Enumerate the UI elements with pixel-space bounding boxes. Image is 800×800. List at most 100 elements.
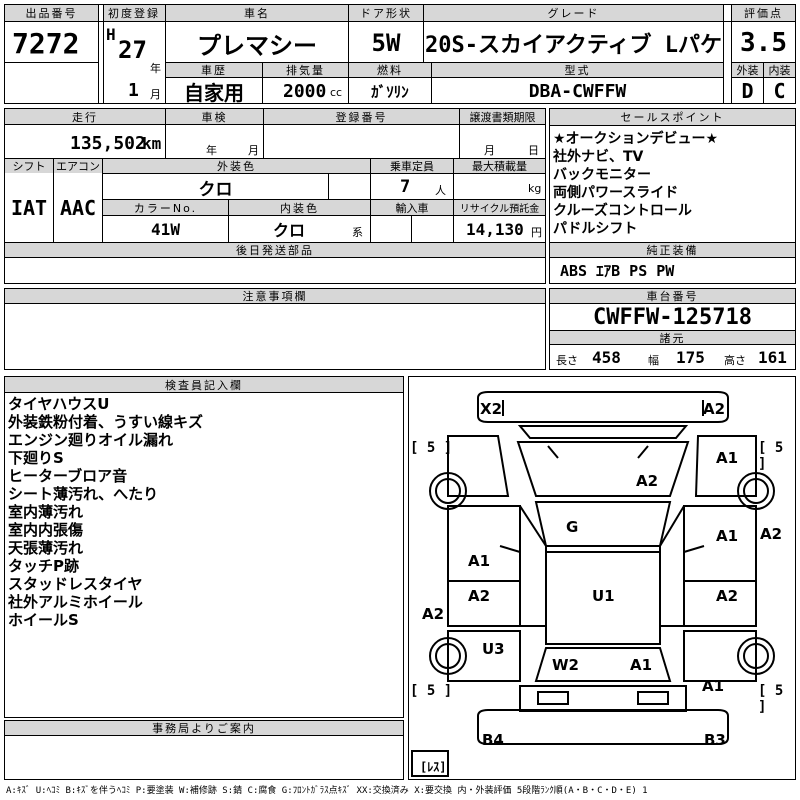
shift-label: シフト bbox=[5, 159, 53, 173]
transfer-day-unit: 日 bbox=[528, 144, 539, 157]
damage-mark: A2 bbox=[760, 525, 783, 543]
inspector-note: タイヤハウスU bbox=[8, 395, 110, 413]
tire-depth: [ 5 ] bbox=[758, 440, 784, 472]
score-label: 評価点 bbox=[732, 5, 795, 21]
mileage: 135,502 bbox=[70, 132, 146, 154]
interior-grade: C bbox=[773, 79, 786, 103]
capacity: 7 bbox=[400, 177, 411, 197]
exterior-grade: D bbox=[741, 79, 754, 103]
era: H bbox=[106, 25, 116, 44]
tire-depth: [ 5 ] bbox=[410, 683, 453, 699]
height-label: 高さ bbox=[724, 354, 746, 367]
color-number: 41W bbox=[151, 219, 180, 239]
legend: A:ｷｽﾞ U:ﾍｺﾐ B:ｷｽﾞを伴うﾍｺﾐ P:要塗装 W:補修跡 S:錆 … bbox=[6, 786, 648, 796]
inspector-note: ホイールS bbox=[8, 611, 79, 629]
history-label: 車歴 bbox=[166, 63, 262, 77]
score: 3.5 bbox=[740, 28, 787, 58]
displacement-unit: cc bbox=[330, 86, 343, 99]
damage-mark: A2 bbox=[422, 605, 445, 623]
inspector-note: 外装鉄粉付着、うすい線キズ bbox=[8, 413, 204, 431]
damage-mark: X2 bbox=[480, 400, 503, 418]
tire-depth: [ 5 ] bbox=[410, 440, 453, 456]
model-label: 型式 bbox=[432, 63, 723, 77]
damage-mark: A2 bbox=[703, 400, 726, 418]
damage-mark: A1 bbox=[716, 449, 739, 467]
car-outline bbox=[411, 391, 775, 777]
inspector-label: 検査員記入欄 bbox=[5, 377, 403, 392]
damage-mark: A1 bbox=[702, 677, 725, 695]
damage-mark: A2 bbox=[468, 587, 491, 605]
name-label: 車名 bbox=[166, 5, 348, 21]
grade-label: グレード bbox=[424, 5, 723, 21]
inspector-note: エンジン廻りオイル漏れ bbox=[8, 431, 174, 449]
sales-points-block bbox=[549, 108, 796, 284]
length: 458 bbox=[592, 347, 621, 367]
load-unit: kg bbox=[528, 182, 542, 195]
inspector-note: シート薄汚れ、へたり bbox=[8, 485, 159, 503]
fuel-label: 燃料 bbox=[349, 63, 431, 77]
car-name: プレマシー bbox=[197, 31, 317, 60]
header-block bbox=[4, 4, 796, 104]
transfer-month-unit: 月 bbox=[484, 144, 495, 157]
ac: AAC bbox=[59, 196, 97, 220]
sales-point: ★オークションデビュー★ bbox=[553, 131, 719, 147]
interior-color: クロ bbox=[272, 221, 305, 240]
inspector-note: タッチP跡 bbox=[8, 557, 79, 575]
damage-mark: G bbox=[566, 518, 579, 536]
inspector-note: 室内薄汚れ bbox=[8, 503, 84, 521]
damage-mark: A2 bbox=[636, 472, 659, 490]
capacity-unit: 人 bbox=[435, 184, 446, 197]
model: DBA-CWFFW bbox=[528, 80, 627, 102]
chassis-number: CWFFW-125718 bbox=[593, 304, 752, 330]
recycle-unit: 円 bbox=[531, 226, 542, 239]
office-block bbox=[4, 720, 404, 780]
sales-point: 両側パワースライド bbox=[553, 185, 679, 201]
inspection-month-unit: 月 bbox=[248, 144, 259, 157]
damage-mark: U3 bbox=[482, 640, 505, 658]
sales-points-label: セールスポイント bbox=[550, 109, 795, 125]
damage-mark: B4 bbox=[482, 731, 504, 749]
inspection-label: 車検 bbox=[166, 109, 263, 124]
equipment: ABS ｴｱB PS PW bbox=[560, 262, 675, 280]
damage-mark: A1 bbox=[630, 656, 653, 674]
inspection-year-unit: 年 bbox=[206, 144, 217, 157]
history: 自家用 bbox=[184, 80, 244, 105]
transfer-label: 譲渡書類期限 bbox=[460, 109, 545, 124]
int-color-label: 内装色 bbox=[229, 200, 370, 215]
inspector-note: 天張薄汚れ bbox=[8, 539, 84, 557]
damage-mark: W2 bbox=[552, 656, 579, 674]
sales-point: 社外ナビ、TV bbox=[553, 149, 644, 165]
door-type: 5W bbox=[371, 29, 401, 57]
spare-tire: [ﾚｽ] bbox=[420, 760, 447, 774]
load-label: 最大積載量 bbox=[454, 159, 545, 173]
lot-number: 7272 bbox=[12, 26, 80, 60]
inspector-note: スタッドレスタイヤ bbox=[8, 575, 143, 593]
office-label: 事務局よりご案内 bbox=[5, 721, 403, 735]
recycle-fee: 14,130 bbox=[466, 219, 524, 239]
inspector-note: 下廻りS bbox=[8, 449, 64, 467]
interior-label: 内装 bbox=[764, 63, 795, 77]
inspector-block bbox=[4, 376, 404, 718]
caution-label: 注意事項欄 bbox=[5, 289, 545, 303]
inspector-note: 室内内張傷 bbox=[8, 521, 84, 539]
first-reg-year: 27 bbox=[118, 36, 147, 64]
color-no-label: カラーNo. bbox=[103, 200, 228, 215]
length-label: 長さ bbox=[556, 354, 578, 367]
tire-depth: [ 5 ] bbox=[758, 683, 784, 715]
mileage-unit: km bbox=[142, 133, 162, 153]
chassis-label: 車台番号 bbox=[550, 289, 795, 303]
damage-mark: A1 bbox=[716, 527, 739, 545]
damage-mark: U1 bbox=[592, 587, 615, 605]
fuel: ｶﾞｿﾘﾝ bbox=[371, 82, 409, 101]
grade: 20S-スカイアクティブ Lパケ bbox=[424, 33, 723, 58]
chassis-block bbox=[549, 288, 796, 370]
inspector-note: 社外アルミホイール bbox=[8, 593, 143, 611]
shift: IAT bbox=[10, 196, 48, 220]
later-parts-label: 後日発送部品 bbox=[5, 243, 545, 257]
year-unit: 年 bbox=[150, 62, 161, 75]
import-label: 輸入車 bbox=[371, 200, 453, 215]
displacement-label: 排気量 bbox=[263, 63, 348, 77]
caution-block bbox=[4, 288, 546, 370]
damage-mark: A2 bbox=[716, 587, 739, 605]
dimensions-label: 諸元 bbox=[550, 331, 795, 345]
